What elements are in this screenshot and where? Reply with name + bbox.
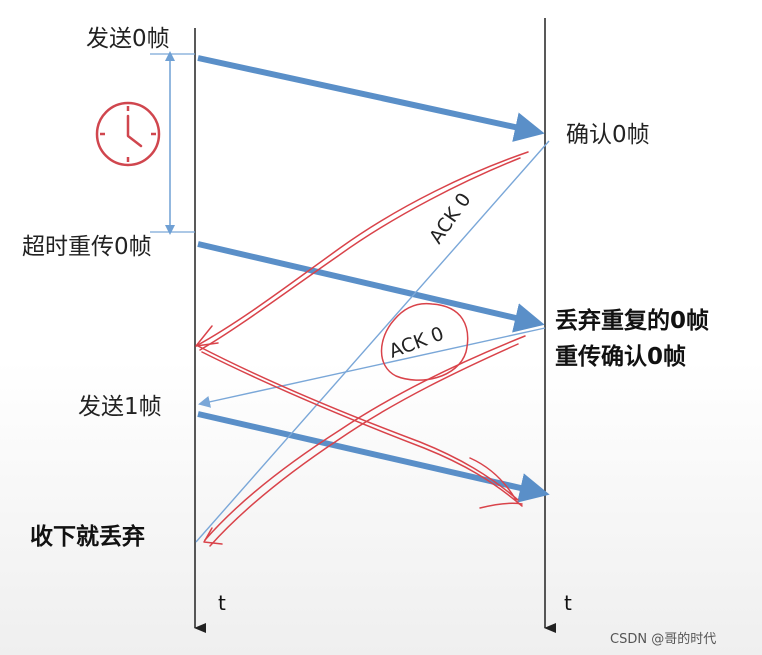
red-ack0-path-b (199, 157, 521, 351)
red-ack0-path-a (195, 151, 529, 347)
red-arrowhead-upper (195, 325, 219, 347)
label-send-frame0: 发送0帧 (86, 26, 170, 52)
watermark: CSDN @哥的时代 (610, 632, 717, 647)
red-arrowhead-lower (203, 527, 223, 545)
label-accept-and-discard: 收下就丢弃 (30, 524, 145, 550)
first-ack-line (195, 140, 550, 543)
left-time-axis-label: t (218, 591, 226, 615)
red-frame0-cross-b (201, 351, 523, 507)
clock-icon (95, 101, 161, 167)
frame1-arrow (197, 411, 550, 503)
label-timeout-resend-frame0: 超时重传0帧 (22, 234, 152, 260)
label-ack-frame0: 确认0帧 (566, 122, 650, 148)
second-ack-line (198, 327, 546, 408)
red-ack-retransmit-a (204, 335, 526, 541)
right-time-axis-label: t (564, 591, 572, 615)
red-arrowhead-right (469, 457, 523, 509)
red-ack-retransmit-b (209, 343, 519, 547)
red-annotations (195, 151, 529, 547)
frame0-retransmit-arrow (197, 241, 545, 333)
frame0-arrow (197, 55, 545, 142)
red-frame0-cross-a (197, 345, 519, 501)
red-circle-second-ack (380, 302, 469, 381)
label-send-frame1: 发送1帧 (78, 394, 162, 420)
label-discard-duplicate-frame0: 丢弃重复的0帧 (555, 308, 710, 334)
label-resend-ack-frame0: 重传确认0帧 (555, 344, 687, 370)
